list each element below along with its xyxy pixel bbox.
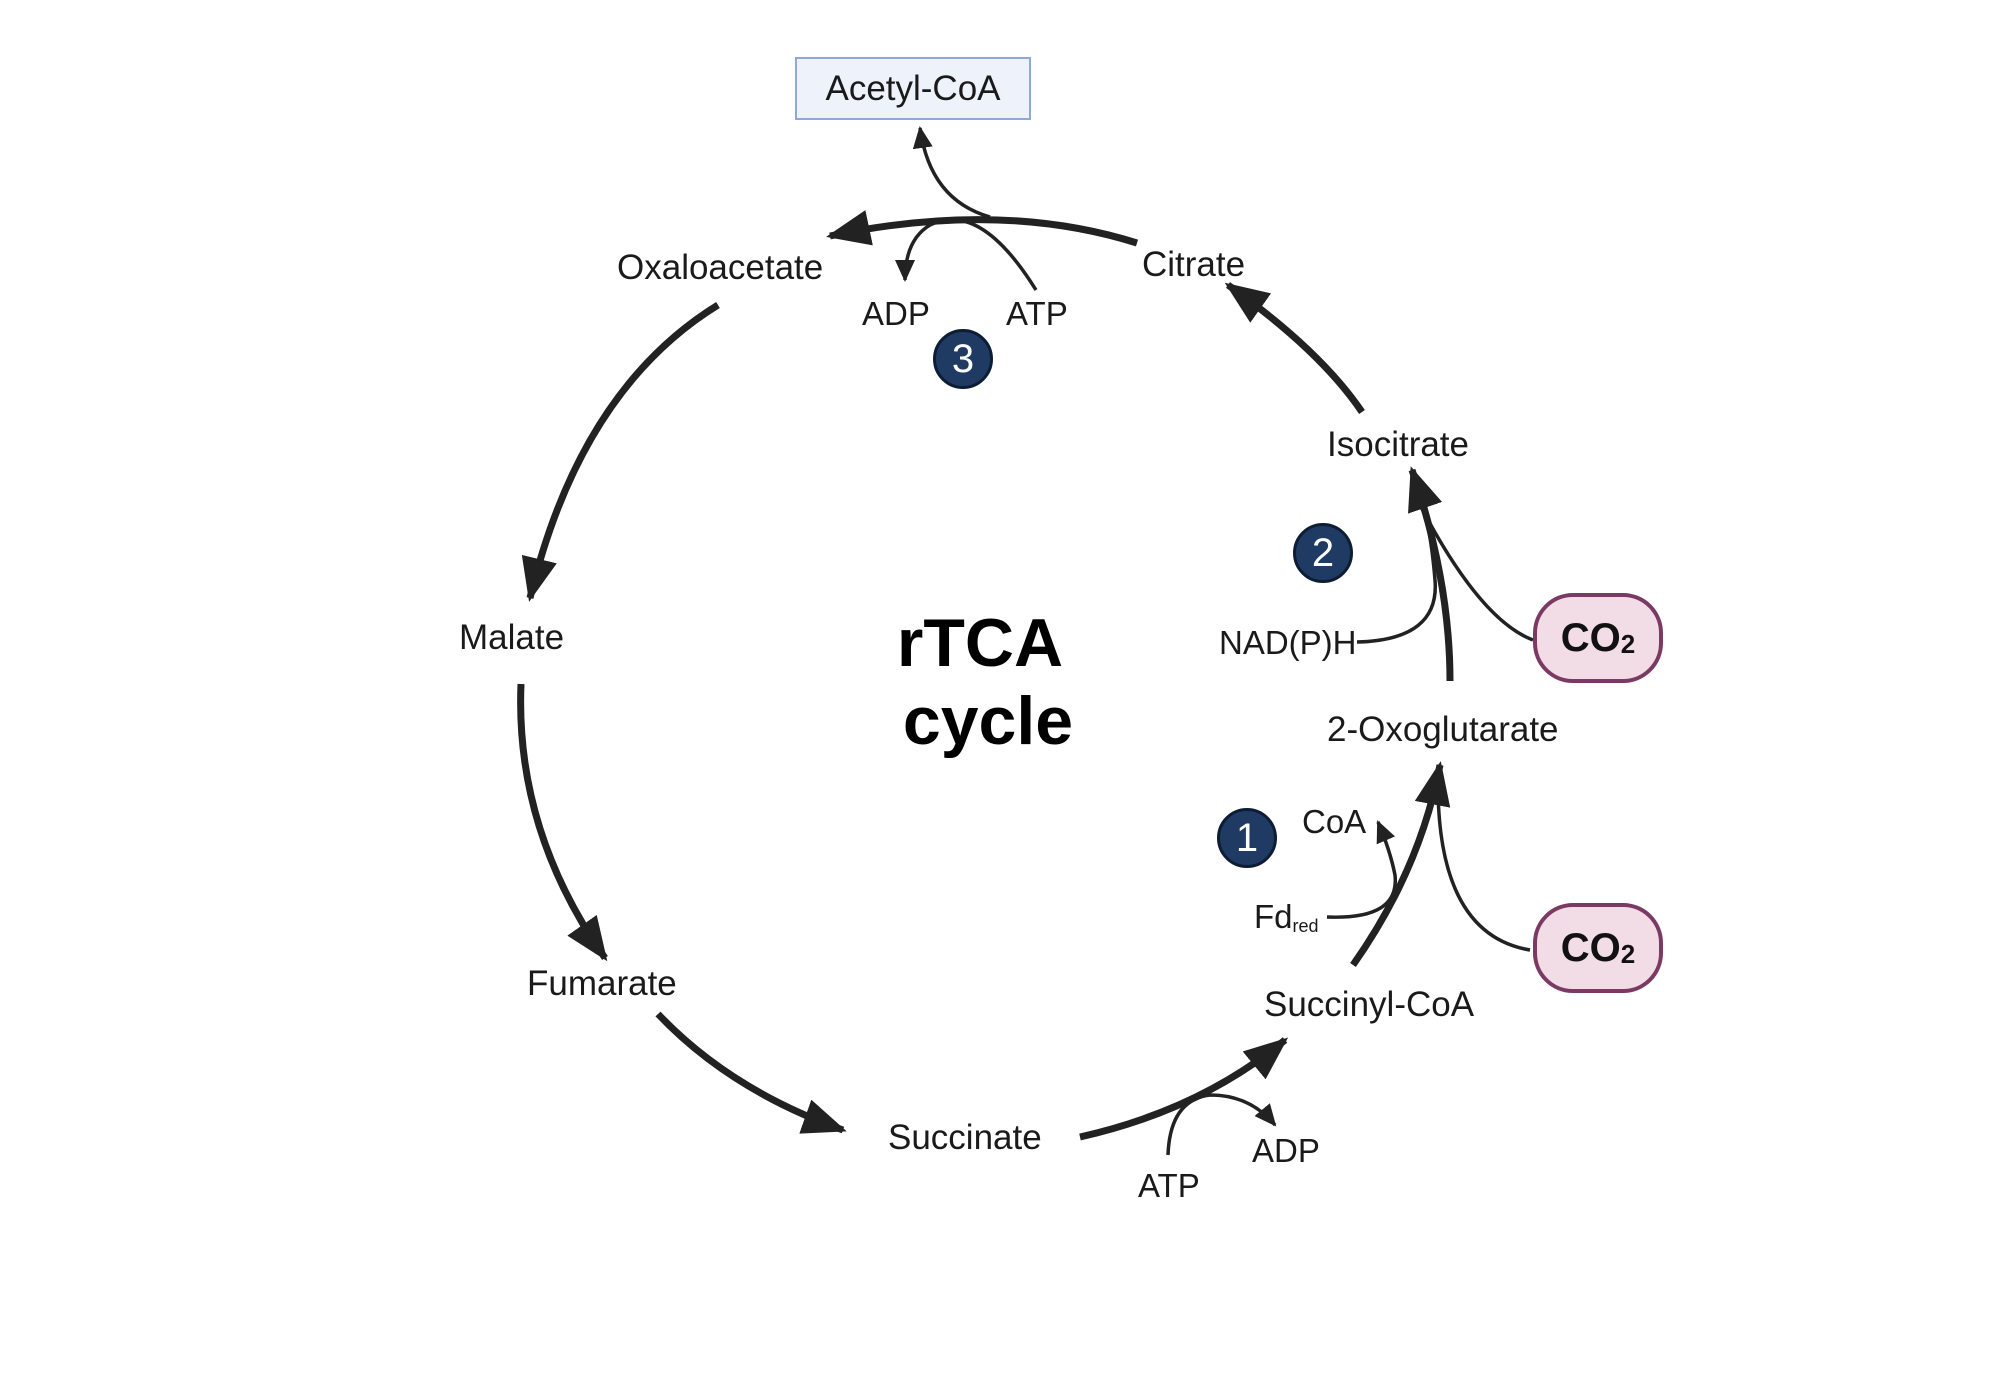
step-badge-3: 3 <box>933 329 993 389</box>
succinate-label: Succinate <box>888 1118 1042 1157</box>
arrow-to-acetylcoa <box>912 126 991 219</box>
oxoglutarate-label: 2-Oxoglutarate <box>1327 710 1559 749</box>
co2-subscript: 2 <box>1620 938 1636 969</box>
arrow-atp-to-adp-bottom <box>1166 1093 1277 1156</box>
nadph-label: NAD(P)H <box>1219 624 1357 661</box>
co2-text: CO <box>1560 615 1621 660</box>
fd-text: Fd <box>1254 898 1293 935</box>
arrow-nadph-in <box>1356 504 1437 644</box>
succinyl-coa-label: Succinyl-CoA <box>1264 985 1475 1024</box>
fd-red-label: Fdred <box>1254 900 1319 935</box>
arrow-atp-to-adp-top <box>895 217 1038 291</box>
cycle-title: rTCA cycle <box>870 604 1090 760</box>
coa-label: CoA <box>1302 803 1367 840</box>
co2-text: CO <box>1560 925 1621 970</box>
atp-bottom-label: ATP <box>1138 1167 1200 1204</box>
adp-top-label: ADP <box>862 295 930 332</box>
co2-subscript: 2 <box>1620 628 1636 659</box>
fumarate-label: Fumarate <box>527 964 677 1003</box>
acetyl-coa-label: Acetyl-CoA <box>825 68 1001 108</box>
malate-label: Malate <box>459 618 565 657</box>
step-badge-1: 1 <box>1217 808 1277 868</box>
arrow-isocitrate-to-citrate <box>1224 282 1365 414</box>
arrow-fd-in <box>1326 820 1398 919</box>
arrow-citrate-to-oxaloacetate <box>826 210 1139 247</box>
arrow-co2-in-bottom <box>1436 789 1531 952</box>
isocitrate-label: Isocitrate <box>1327 425 1469 464</box>
atp-top-label: ATP <box>1006 295 1068 332</box>
arrow-succinylcoa-to-oxoglutarate <box>1350 761 1451 968</box>
arrow-co2-in-top <box>1418 504 1534 642</box>
title-line-2: cycle <box>902 683 1074 760</box>
arrow-oxoglutarate-to-isocitrate <box>1408 466 1454 682</box>
fd-subscript: red <box>1292 916 1319 936</box>
acetyl-coa-box: Acetyl-CoA <box>795 57 1031 120</box>
title-line-1: rTCA <box>896 605 1064 681</box>
adp-bottom-label: ADP <box>1252 1132 1320 1169</box>
step-badge-2: 2 <box>1293 523 1353 583</box>
arrow-fumarate-to-succinate <box>655 1011 847 1134</box>
arrow-succinate-to-succinylcoa <box>1079 1037 1289 1141</box>
oxaloacetate-label: Oxaloacetate <box>617 248 824 287</box>
citrate-label: Citrate <box>1142 245 1246 284</box>
arrow-malate-to-fumarate <box>517 683 608 962</box>
arrow-oxaloacetate-to-malate <box>521 302 720 602</box>
